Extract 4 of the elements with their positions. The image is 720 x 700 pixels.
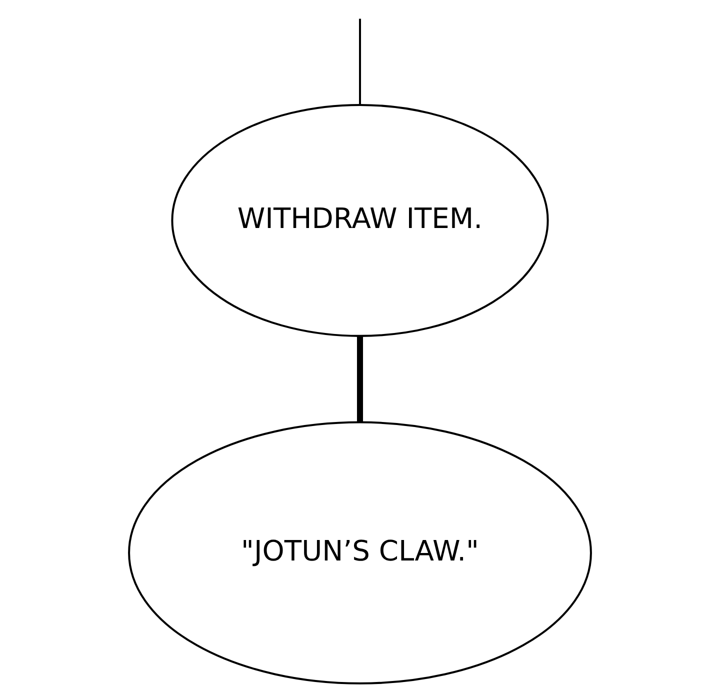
node-ellipse: WITHDRAW ITEM. (171, 104, 549, 337)
connector (359, 18, 361, 105)
connector (356, 336, 364, 422)
node-ellipse: "JOTUN’S CLAW." (128, 421, 592, 684)
